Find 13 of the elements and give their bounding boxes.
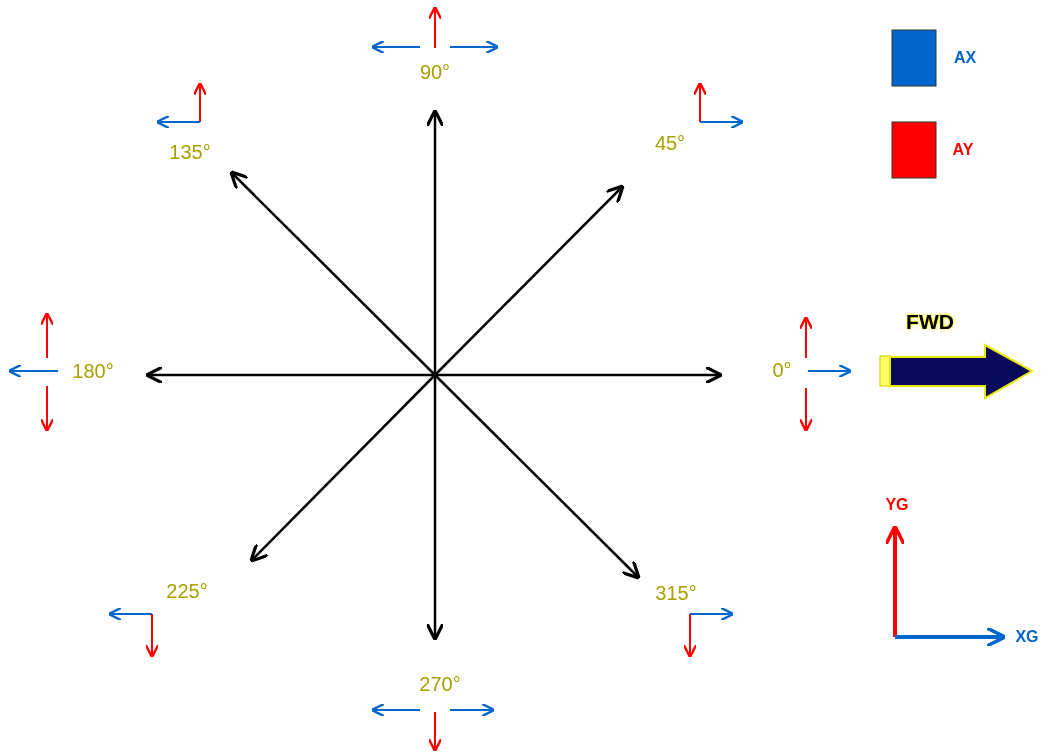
- angle-label: 0°: [772, 360, 792, 380]
- axis-label: YG: [885, 497, 909, 513]
- angle-label: 315°: [655, 583, 697, 603]
- legend-label: AX: [953, 50, 977, 66]
- angle-label: 90°: [419, 62, 451, 82]
- axis-label: XG: [1015, 629, 1039, 645]
- angle-label: 270°: [419, 674, 461, 694]
- angle-label: 225°: [166, 581, 208, 601]
- angle-label: 135°: [169, 142, 211, 162]
- direction-label: FWD: [906, 310, 954, 332]
- angle-label: 180°: [72, 361, 114, 381]
- angle-label: 45°: [654, 133, 686, 153]
- legend-label: AY: [952, 142, 974, 158]
